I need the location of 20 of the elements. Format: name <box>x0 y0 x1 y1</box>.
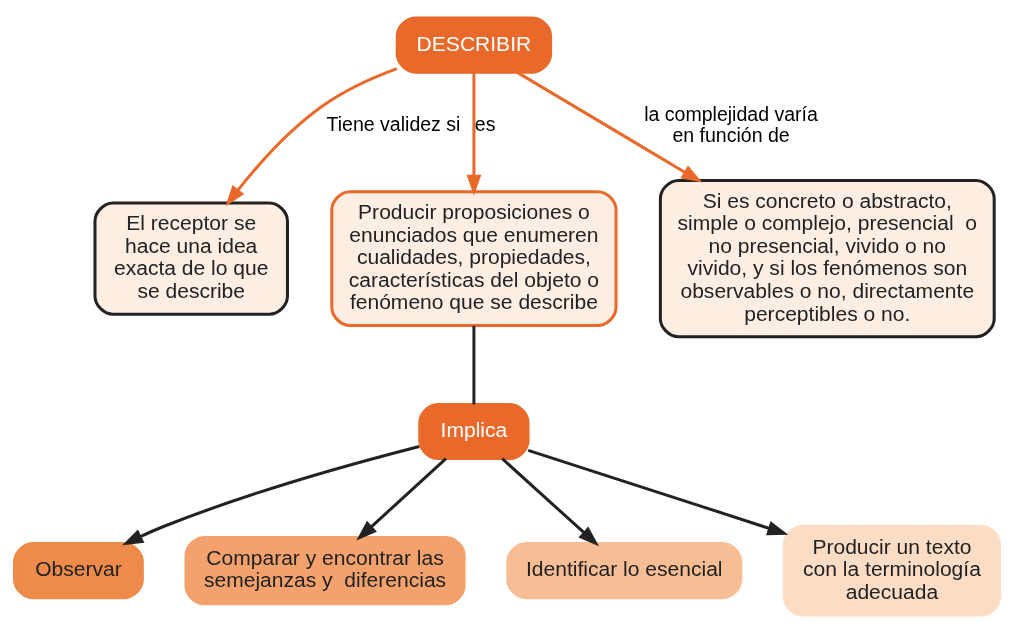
arrow <box>501 457 599 546</box>
node-box: Implica <box>418 402 530 460</box>
node-box: Observar <box>13 541 144 599</box>
edge-label: la complejidad varía en función de <box>644 102 818 146</box>
node-box: Producir proposiciones o enunciados que enumeren cualidades, propiedades, características del objeto o fenómeno que se describe <box>330 189 618 327</box>
edge-label: es <box>474 112 496 135</box>
node-box: Si es concreto o abstracto, simple o complejo, presencial o no presencial, vivido o no vivido, y si los fenómenos son observables o no, directamente perceptibles o no. <box>658 178 996 338</box>
node-box: El receptor se hace una idea exacta de lo que se describe <box>93 200 289 316</box>
node-box: Producir un texto con la terminología adecuada <box>782 524 1001 616</box>
connector <box>472 325 476 404</box>
arrow <box>516 70 703 183</box>
node-box: DESCRIBIR <box>395 16 553 74</box>
arrow <box>466 71 482 196</box>
arrow <box>122 444 420 545</box>
node-box: Identificar lo esencial <box>506 541 743 599</box>
arrow <box>225 66 398 206</box>
node-box: Comparar y encontrar las semejanzas y diferencias <box>184 535 466 605</box>
arrow <box>356 457 447 540</box>
edge-label: Tiene validez si <box>326 112 461 135</box>
arrow <box>527 448 789 535</box>
